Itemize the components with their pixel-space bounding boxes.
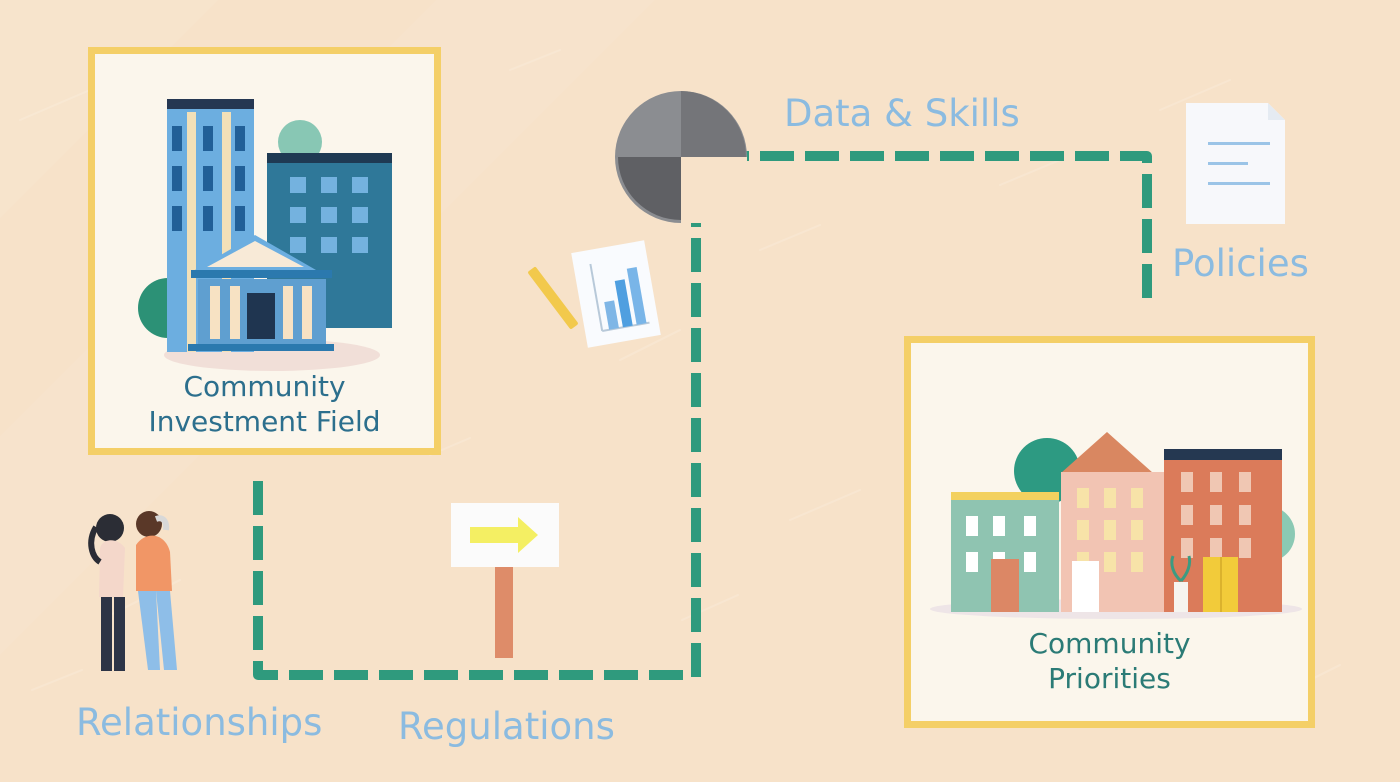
dashed-path <box>253 151 1152 680</box>
community-priorities-label: Community Priorities <box>1028 627 1191 695</box>
community-investment-field-card: Community Investment Field <box>88 47 441 455</box>
pie-chart-icon <box>615 91 747 223</box>
community-priorities-card: Community Priorities <box>904 336 1315 728</box>
people-icon <box>88 511 177 671</box>
signpost-arrow-icon <box>451 503 559 658</box>
policies-label: Policies <box>1172 242 1309 285</box>
regulations-label: Regulations <box>398 705 615 748</box>
relationships-label: Relationships <box>76 701 323 744</box>
data-skills-label: Data & Skills <box>784 92 1020 135</box>
bar-chart-icon <box>571 240 661 348</box>
neighborhood-buildings-icon <box>930 432 1302 619</box>
document-icon <box>1186 103 1285 224</box>
office-buildings-icon <box>138 99 392 371</box>
community-investment-field-label: Community Investment Field <box>148 370 381 438</box>
